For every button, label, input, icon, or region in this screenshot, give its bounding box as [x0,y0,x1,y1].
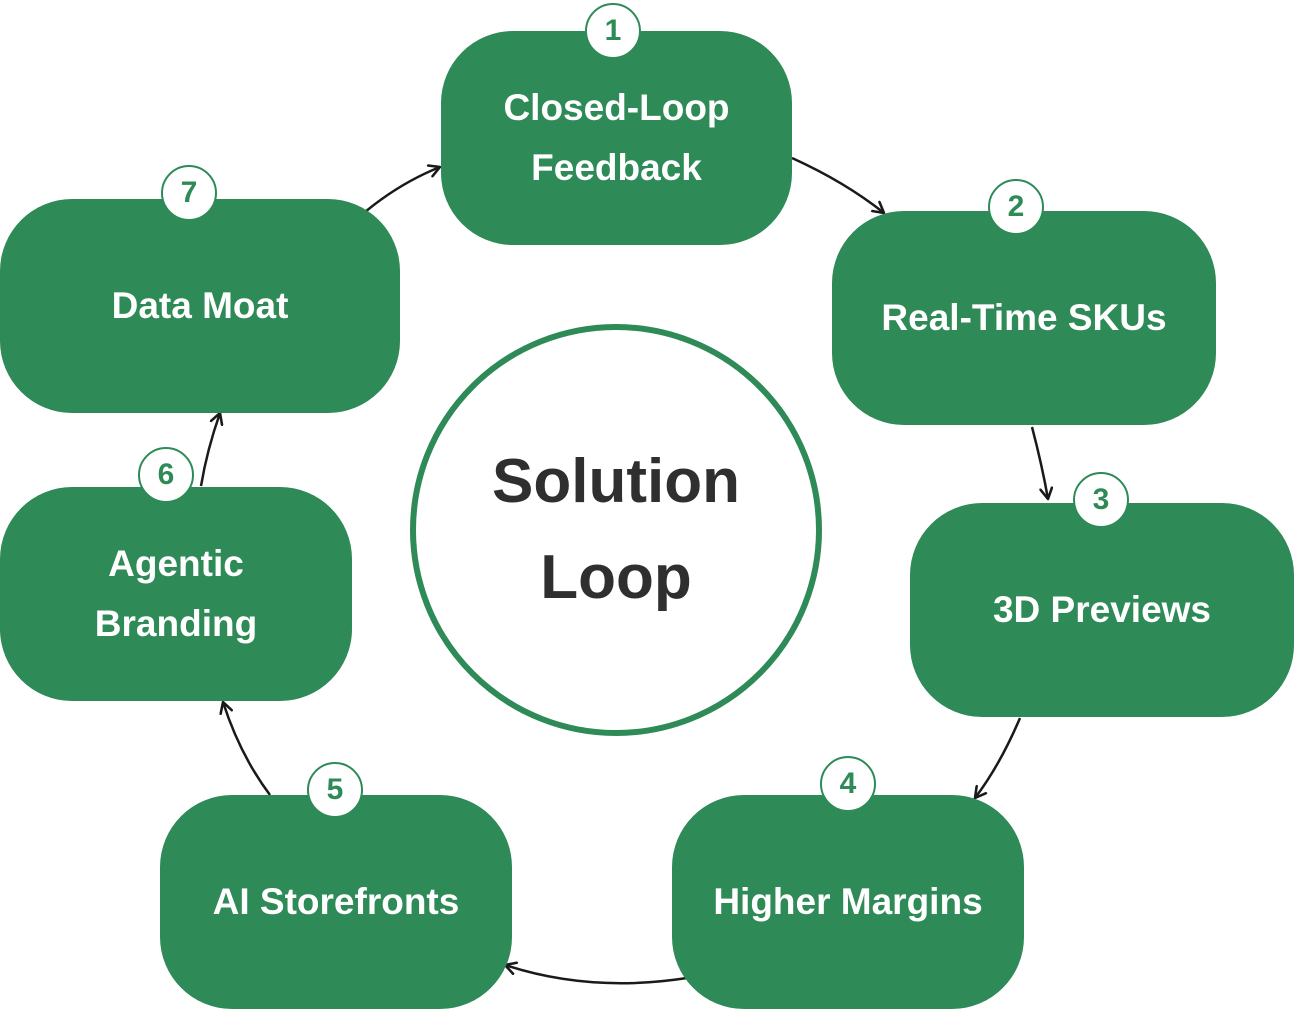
step-node-agentic-branding: Agentic Branding [0,487,352,701]
arrow-2-to-3 [1030,426,1048,499]
step-label: AI Storefronts [212,881,460,922]
step-label: Data Moat [111,285,289,326]
arrow-3-to-4 [975,717,1022,798]
step-node-real-time-skus: Real-Time SKUs [832,211,1216,425]
step-label: Agentic Branding [94,543,258,644]
step-label: 3D Previews [992,589,1212,630]
arrow-6-to-7 [199,413,220,487]
center-circle: Solution Loop [410,324,822,736]
step-number-badge: 7 [161,165,217,221]
step-label: Real-Time SKUs [881,297,1167,338]
step-node-closed-loop-feedback: Closed-Loop Feedback [441,31,792,245]
step-number-badge: 3 [1073,472,1129,528]
step-number-badge: 5 [307,762,363,818]
arrow-4-to-5 [505,965,688,985]
step-node-data-moat: Data Moat [0,199,400,413]
step-label: Closed-Loop Feedback [503,87,730,188]
arrow-1-to-2 [791,156,884,213]
arrow-5-to-6 [223,702,272,796]
center-title: Solution Loop [492,447,740,612]
step-node-higher-margins: Higher Margins [672,795,1024,1009]
step-node-ai-storefronts: AI Storefronts [160,795,512,1009]
step-number-badge: 4 [820,756,876,812]
step-node-3d-previews: 3D Previews [910,503,1294,717]
step-number-badge: 6 [138,447,194,503]
step-number-badge: 2 [988,179,1044,235]
step-label: Higher Margins [713,881,983,922]
arrow-7-to-1 [364,167,440,213]
step-number-badge: 1 [585,3,641,59]
